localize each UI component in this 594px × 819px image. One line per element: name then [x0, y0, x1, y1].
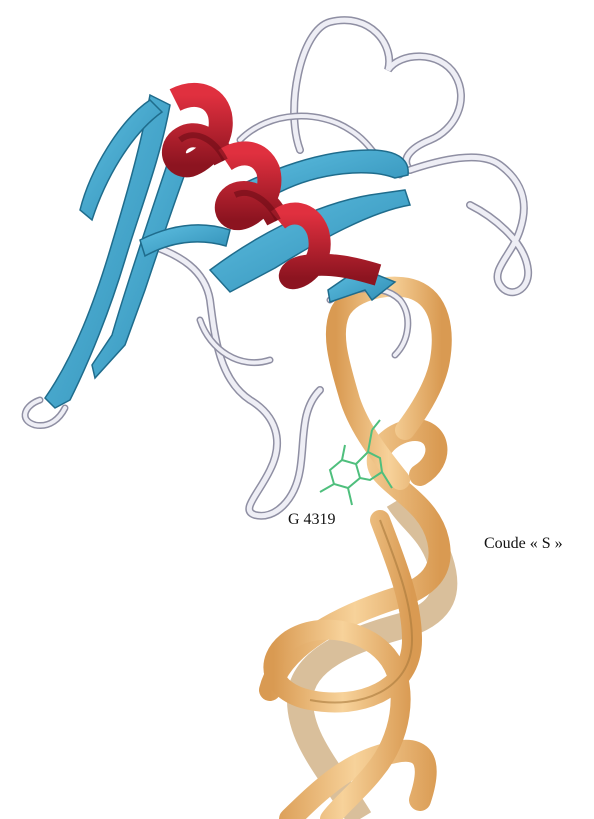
coil-top-loop: [294, 20, 461, 170]
coil-top-loop-inner: [294, 20, 461, 170]
ligand-ring-1: [330, 460, 360, 488]
coil-right-loop-inner: [410, 157, 528, 292]
residue-label: G 4319: [288, 512, 336, 528]
helix-turn-1: [174, 95, 225, 165]
rna-helix: [270, 287, 444, 819]
protein-coil-loops: [25, 20, 528, 516]
motif-label: Coude « S »: [484, 536, 563, 552]
